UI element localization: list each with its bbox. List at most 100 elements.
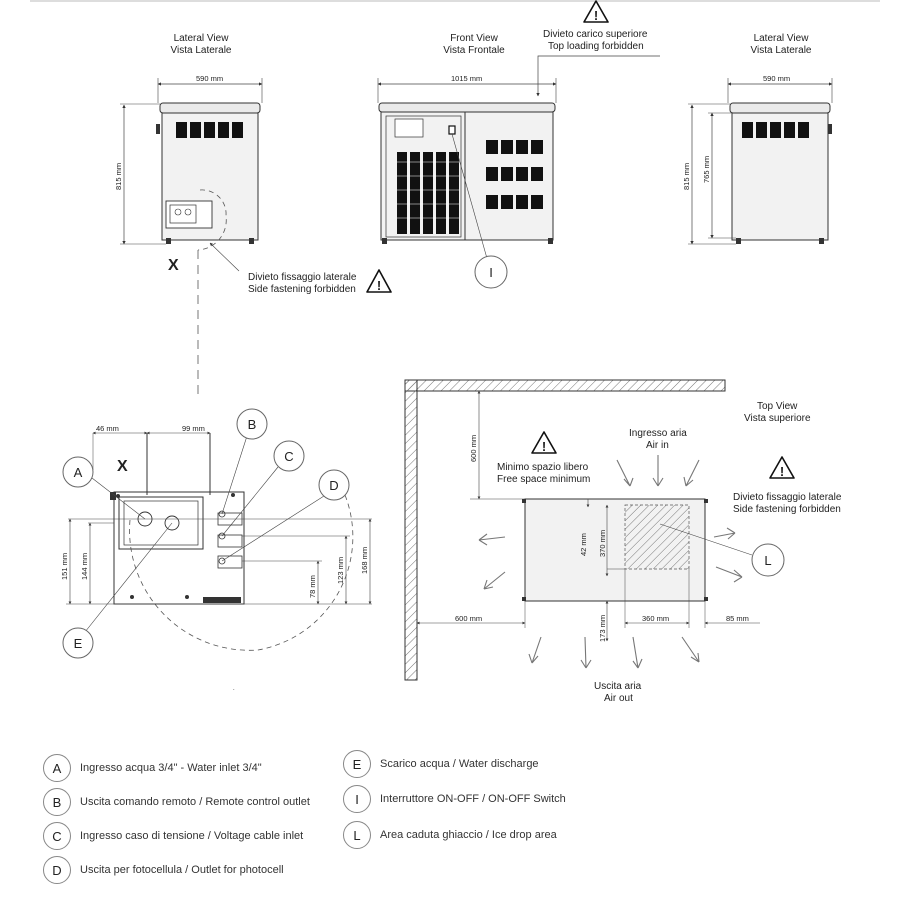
callout-e-leader: [84, 522, 173, 633]
front-title-it: Vista Frontale: [443, 45, 505, 56]
legend-item-a: A Ingresso acqua 3/4" - Water inlet 3/4": [43, 754, 262, 782]
top-dim-600-horizontal-label: 600 mm: [455, 614, 482, 623]
legend-letter-l: L: [343, 821, 371, 849]
legend-text-a: Ingresso acqua 3/4" - Water inlet 3/4": [80, 762, 262, 774]
svg-text:!: !: [780, 464, 784, 479]
callout-d-leader: [221, 495, 325, 562]
svg-text:!: !: [594, 8, 598, 23]
lateral-right-height-inner-label: 765 mm: [702, 156, 711, 183]
svg-text:D: D: [329, 478, 338, 493]
callout-e: E: [62, 627, 94, 659]
lateral-right-handle: [828, 124, 832, 134]
wall-top-hatched: [404, 379, 726, 392]
svg-text:B: B: [248, 417, 257, 432]
legend-text-e: Scarico acqua / Water discharge: [380, 758, 539, 770]
callout-b: B: [236, 408, 268, 440]
photocell-port: [218, 557, 226, 565]
min-space-en: Free space minimum: [497, 474, 590, 485]
lateral-view-right: Lateral View Vista Laterale 590 mm 815 m…: [682, 33, 833, 245]
warning-icon-min-space: !: [531, 431, 557, 454]
front-right-vents: [486, 140, 543, 209]
side-fastening-it-right: Divieto fissaggio laterale: [733, 492, 842, 503]
legend-letter-e: E: [343, 750, 371, 778]
top-loading-en: Top loading forbidden: [548, 41, 644, 52]
lateral-left-connection-plate: [165, 200, 213, 229]
air-in-en: Air in: [646, 440, 669, 451]
front-top-cap: [378, 102, 556, 113]
legend-letter-b: B: [43, 788, 71, 816]
lateral-right-width-label: 590 mm: [763, 74, 790, 83]
legend-item-c: C Ingresso caso di tensione / Voltage ca…: [43, 822, 303, 850]
air-in-it: Ingresso aria: [629, 428, 687, 439]
legend-text-b: Uscita comando remoto / Remote control o…: [80, 796, 310, 808]
top-view: Top View Vista superiore 600 mm 42 mm 37…: [404, 379, 842, 704]
rear-panel-outline: [113, 491, 245, 605]
front-left-grille: [397, 152, 459, 234]
warning-icon-top-loading: !: [583, 0, 609, 23]
top-dim-370-label: 370 mm: [598, 530, 607, 557]
lateral-left-title-en: Lateral View: [174, 33, 230, 44]
callout-a: A: [62, 456, 94, 488]
callout-c-leader: [221, 466, 279, 537]
top-dim-85-label: 85 mm: [726, 614, 749, 623]
svg-text:I: I: [489, 265, 493, 280]
lateral-view-left: Lateral View Vista Laterale 590 mm 815 m…: [114, 33, 392, 395]
side-fastening-it-left: Divieto fissaggio laterale: [248, 272, 357, 283]
callout-d: D: [318, 469, 350, 501]
callout-i: I: [474, 255, 508, 289]
legend-item-i: I Interruttore ON-OFF / ON-OFF Switch: [343, 785, 566, 813]
legend-item-e: E Scarico acqua / Water discharge: [343, 750, 539, 778]
lateral-left-handle: [156, 124, 160, 134]
rear-dim-78-label: 78 mm: [308, 575, 317, 598]
callout-a-leader: [91, 477, 146, 520]
legend-letter-i: I: [343, 785, 371, 813]
side-fastening-en-right: Side fastening forbidden: [733, 504, 841, 515]
legend-item-d: D Uscita per fotocellula / Outlet for ph…: [43, 856, 284, 884]
side-fastening-en-left: Side fastening forbidden: [248, 284, 356, 295]
top-dim-42-label: 42 mm: [579, 533, 588, 556]
remote-control-port: [218, 510, 226, 518]
air-out-en: Air out: [604, 693, 633, 704]
svg-text:E: E: [74, 636, 83, 651]
switch-leader: [451, 133, 489, 263]
callout-l: L: [751, 543, 785, 577]
top-loading-it: Divieto carico superiore: [543, 29, 648, 40]
top-title-it: Vista superiore: [744, 413, 811, 424]
legend-letter-c: C: [43, 822, 71, 850]
rear-dim-151-label: 151 mm: [60, 553, 69, 580]
front-left-panel: [385, 115, 462, 238]
x-mark-left: X: [168, 257, 179, 274]
legend-text-d: Uscita per fotocellula / Outlet for phot…: [80, 864, 284, 876]
legend-text-c: Ingresso caso di tensione / Voltage cabl…: [80, 830, 304, 842]
lateral-right-height-total-label: 815 mm: [682, 163, 691, 190]
lateral-right-title-it: Vista Laterale: [751, 45, 812, 56]
top-dim-600-vertical-label: 600 mm: [469, 435, 478, 462]
lateral-left-top-cap: [159, 102, 261, 114]
side-fastening-leader-left: [209, 242, 240, 272]
svg-text:L: L: [764, 553, 771, 568]
legend-letter-a: A: [43, 754, 71, 782]
air-flow-arrows: [478, 455, 743, 669]
min-space-it: Minimo spazio libero: [497, 462, 589, 473]
top-loading-leader: [536, 55, 660, 97]
front-width-label: 1015 mm: [451, 74, 482, 83]
svg-text:!: !: [377, 278, 381, 293]
svg-text:!: !: [542, 439, 546, 454]
callout-c: C: [273, 440, 305, 472]
legend-text-i: Interruttore ON-OFF / ON-OFF Switch: [380, 793, 566, 805]
lateral-left-vent: [176, 122, 243, 138]
x-mark-rear: X: [117, 458, 128, 475]
wall-left-hatched: [404, 379, 418, 681]
top-title-en: Top View: [757, 401, 798, 412]
rear-rotation-arc: [129, 487, 354, 651]
lateral-right-top-cap: [729, 102, 831, 114]
lateral-right-vent: [742, 122, 809, 138]
rear-dim-123-label: 123 mm: [336, 557, 345, 584]
rear-dim-46-label: 46 mm: [96, 424, 119, 433]
legend-text-l: Area caduta ghiaccio / Ice drop area: [380, 829, 557, 841]
legend-letter-d: D: [43, 856, 71, 884]
warning-icon-side-right: !: [769, 456, 795, 479]
svg-text:.: .: [233, 686, 235, 692]
